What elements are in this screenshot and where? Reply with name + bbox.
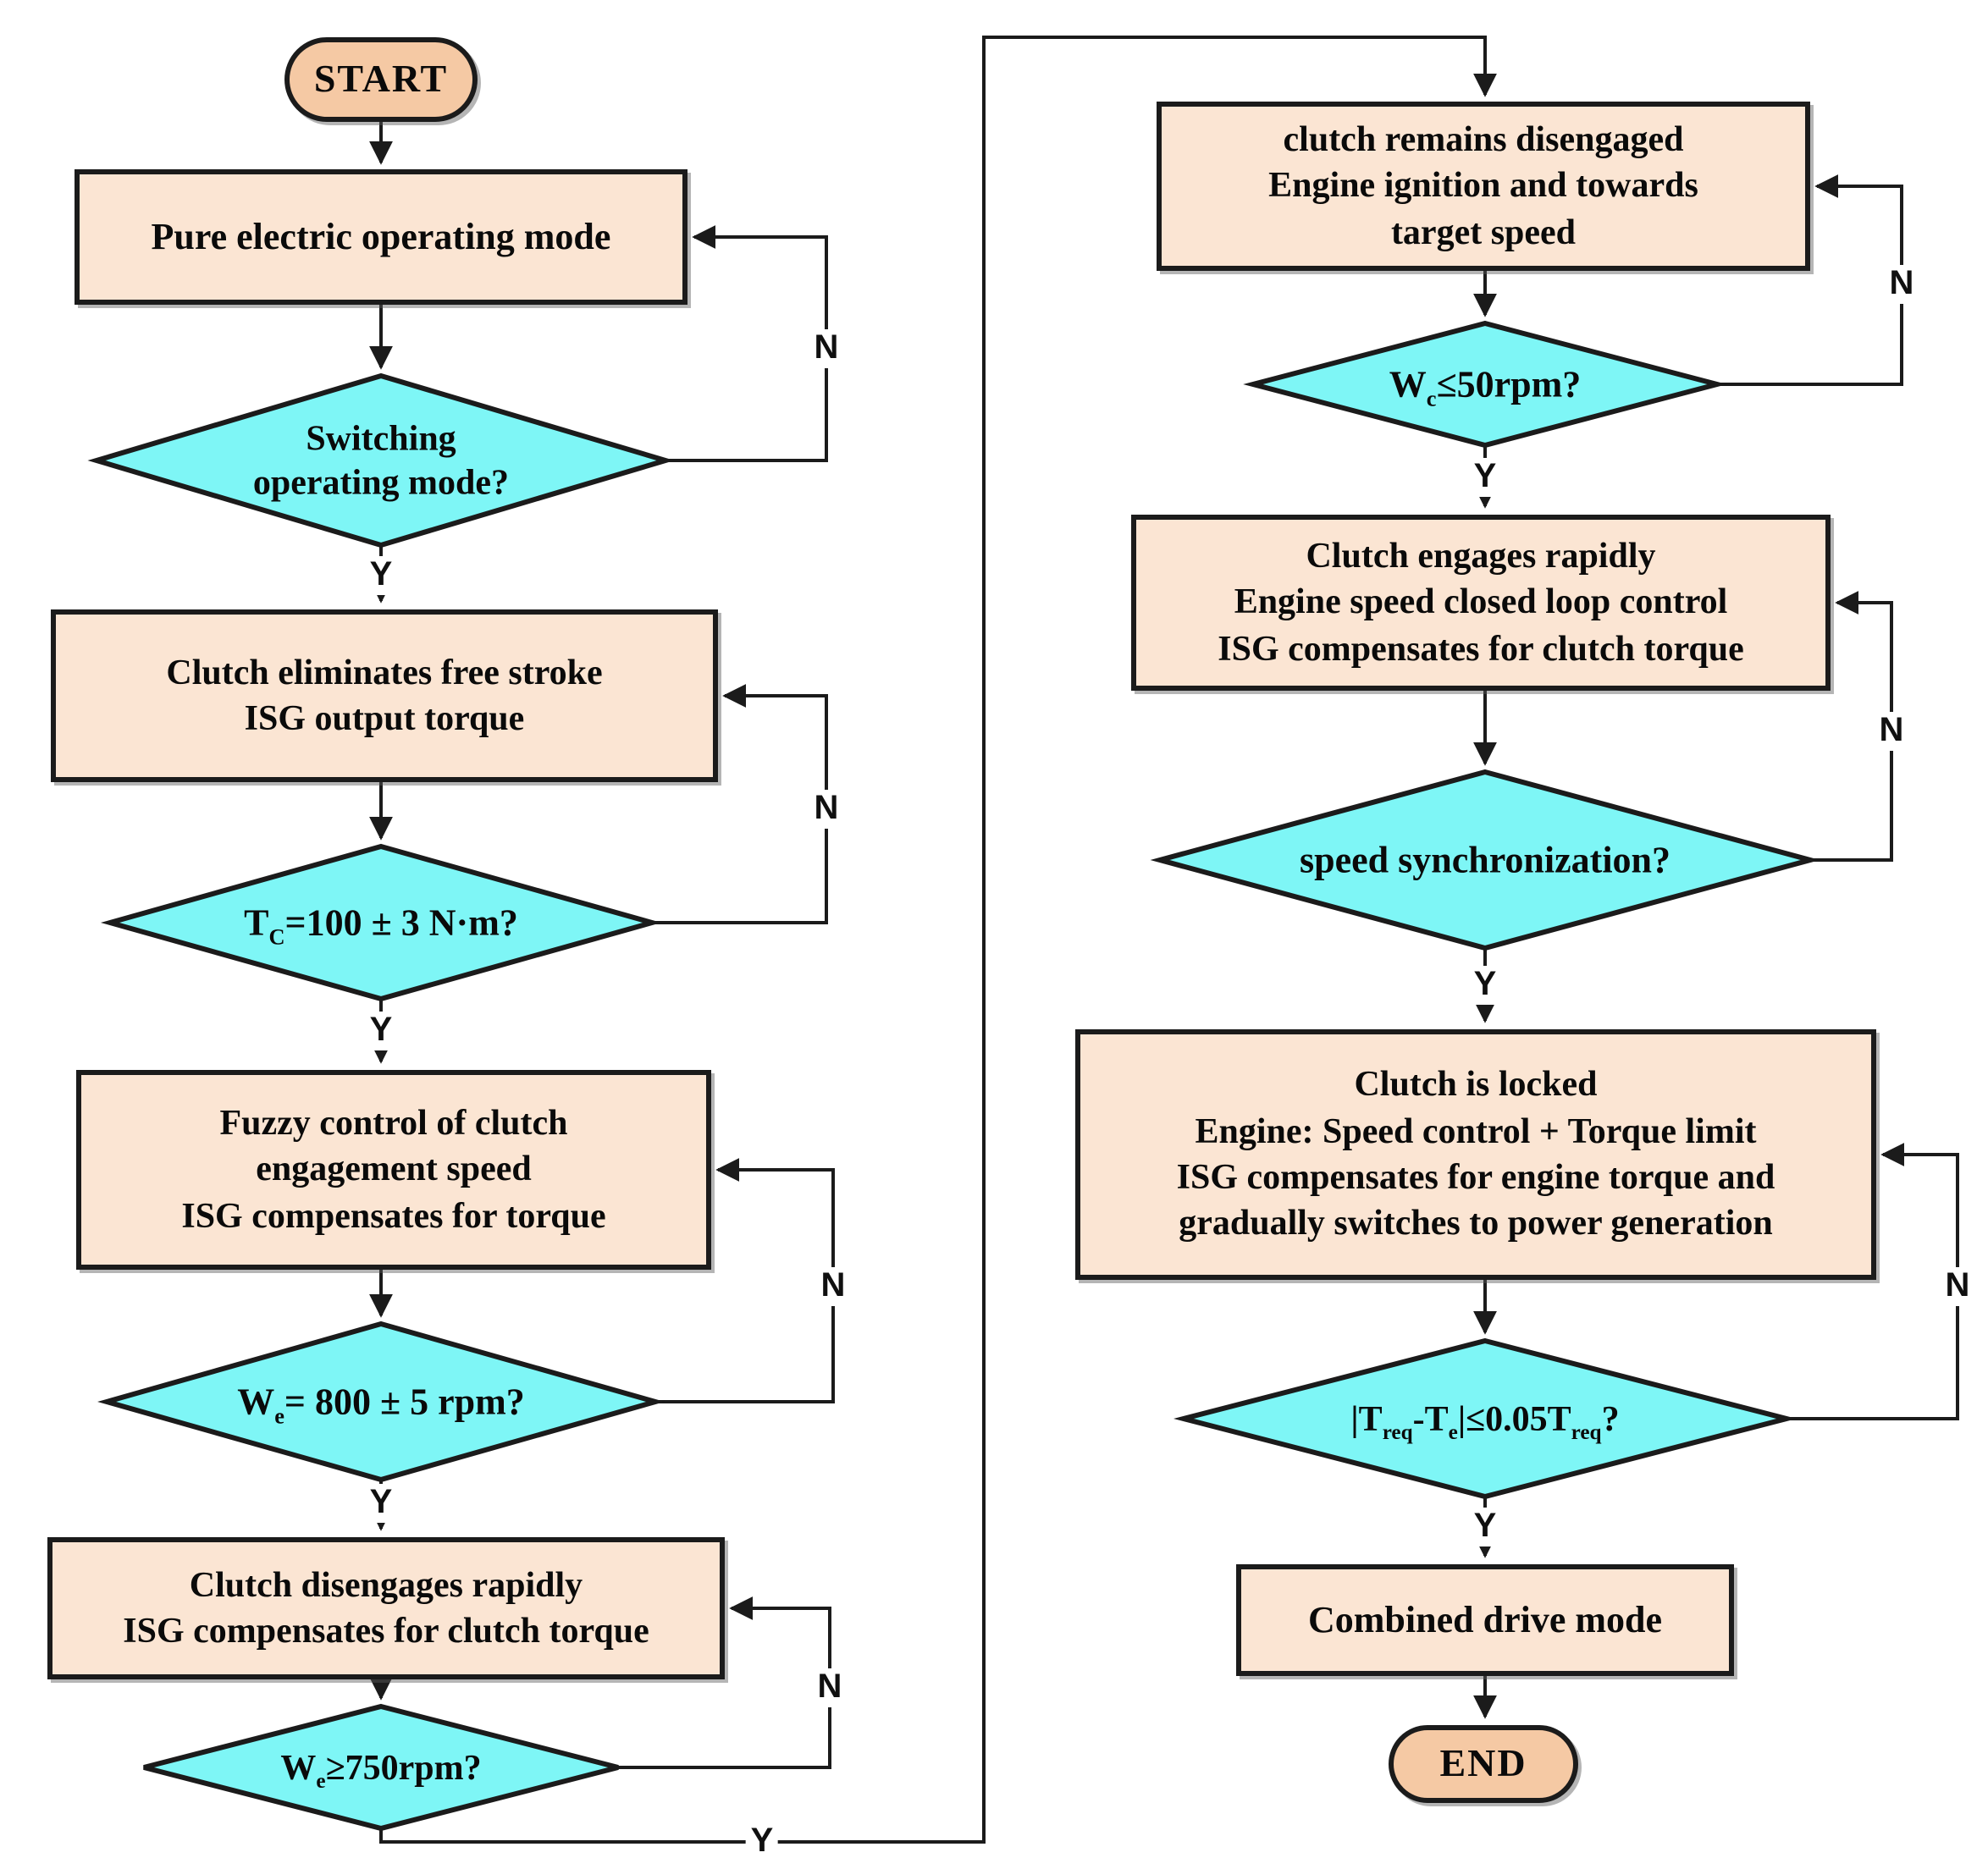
end-label: END — [1439, 1742, 1527, 1785]
process-line: Clutch engages rapidly — [1306, 535, 1656, 576]
edge-label-no-wc50: N — [1884, 265, 1919, 304]
edge-switching-no — [665, 225, 828, 462]
decision-switching-shape — [87, 372, 675, 549]
edge-label-yes-we800: Y — [364, 1484, 398, 1523]
edge-label-yes-torque: Y — [1468, 1508, 1502, 1546]
edge-label-no-switching: N — [809, 329, 844, 368]
process-line: ISG compensates for torque — [181, 1194, 606, 1236]
process-eliminate-stroke: Clutch eliminates free stroke ISG output… — [51, 609, 718, 782]
edge-label-no-we800: N — [815, 1267, 851, 1306]
end-terminal: END — [1389, 1725, 1578, 1803]
process-line: Engine speed closed loop control — [1234, 581, 1728, 622]
edge-label-yes-tc: Y — [364, 1012, 398, 1050]
decision-we750-shape — [143, 1703, 619, 1832]
process-clutch-locked: Clutch is locked Engine: Speed control +… — [1075, 1029, 1876, 1280]
edge-label-yes-switching: Y — [364, 556, 398, 595]
process-pure-electric: Pure electric operating mode — [75, 169, 688, 305]
decision-wc50-label: Wc≤50rpm? — [1389, 362, 1582, 411]
start-terminal: START — [284, 37, 478, 122]
process-line: gradually switches to power generation — [1179, 1202, 1773, 1243]
decision-we750-label: We≥750rpm? — [280, 1746, 482, 1794]
process-line: ISG compensates for clutch torque — [123, 1610, 649, 1651]
process-clutch-disengages: Clutch disengages rapidly ISG compensate… — [47, 1537, 725, 1679]
edge-label-no-tc: N — [809, 790, 844, 829]
decision-torque-label: |Treq-Te|≤0.05Treq? — [1350, 1398, 1620, 1445]
edge-label-yes-we750: Y — [745, 1822, 779, 1861]
process-remains-disengaged: clutch remains disengaged Engine ignitio… — [1157, 102, 1810, 271]
edge-label-no-we750: N — [812, 1668, 848, 1707]
process-line: Pure electric operating mode — [151, 214, 611, 257]
process-line: ISG compensates for clutch torque — [1218, 627, 1744, 669]
process-line: Fuzzy control of clutch — [219, 1102, 568, 1144]
edge-we750-yes-route — [379, 36, 1497, 1844]
process-line: target speed — [1390, 211, 1577, 252]
process-line: Engine: Speed control + Torque limit — [1195, 1110, 1757, 1151]
decision-switching-label: Switching operating mode? — [252, 417, 510, 504]
process-line: engagement speed — [256, 1148, 532, 1189]
process-line: clutch remains disengaged — [1283, 119, 1684, 160]
decision-tc-label: TC=100 ± 3 N·m? — [244, 901, 518, 950]
process-line: Engine ignition and towards — [1268, 164, 1698, 206]
process-line: Clutch eliminates free stroke — [166, 651, 603, 692]
process-engages-rapidly: Clutch engages rapidly Engine speed clos… — [1131, 515, 1831, 691]
start-label: START — [313, 58, 449, 101]
process-fuzzy-control: Fuzzy control of clutch engagement speed… — [76, 1070, 711, 1270]
process-line: Combined drive mode — [1308, 1597, 1662, 1640]
process-combined-drive: Combined drive mode — [1236, 1564, 1734, 1676]
edge-label-yes-sync: Y — [1468, 966, 1502, 1005]
decision-sync-shape — [1150, 769, 1820, 951]
edge-label-no-sync: N — [1874, 712, 1909, 751]
decision-we800-shape — [97, 1320, 665, 1483]
process-line: Clutch disengages rapidly — [189, 1563, 583, 1605]
decision-torque-shape — [1173, 1337, 1797, 1500]
decision-tc-shape — [100, 843, 662, 1002]
process-line: Clutch is locked — [1354, 1063, 1598, 1105]
process-line: ISG compensates for engine torque and — [1176, 1156, 1775, 1197]
process-line: ISG output torque — [244, 697, 525, 738]
edge-label-no-torque: N — [1940, 1267, 1975, 1306]
edge-label-yes-wc50: Y — [1468, 458, 1502, 497]
decision-sync-label: speed synchronization? — [1299, 838, 1671, 881]
decision-wc50-shape — [1243, 320, 1727, 449]
decision-we800-label: We= 800 ± 5 rpm? — [237, 1380, 525, 1429]
